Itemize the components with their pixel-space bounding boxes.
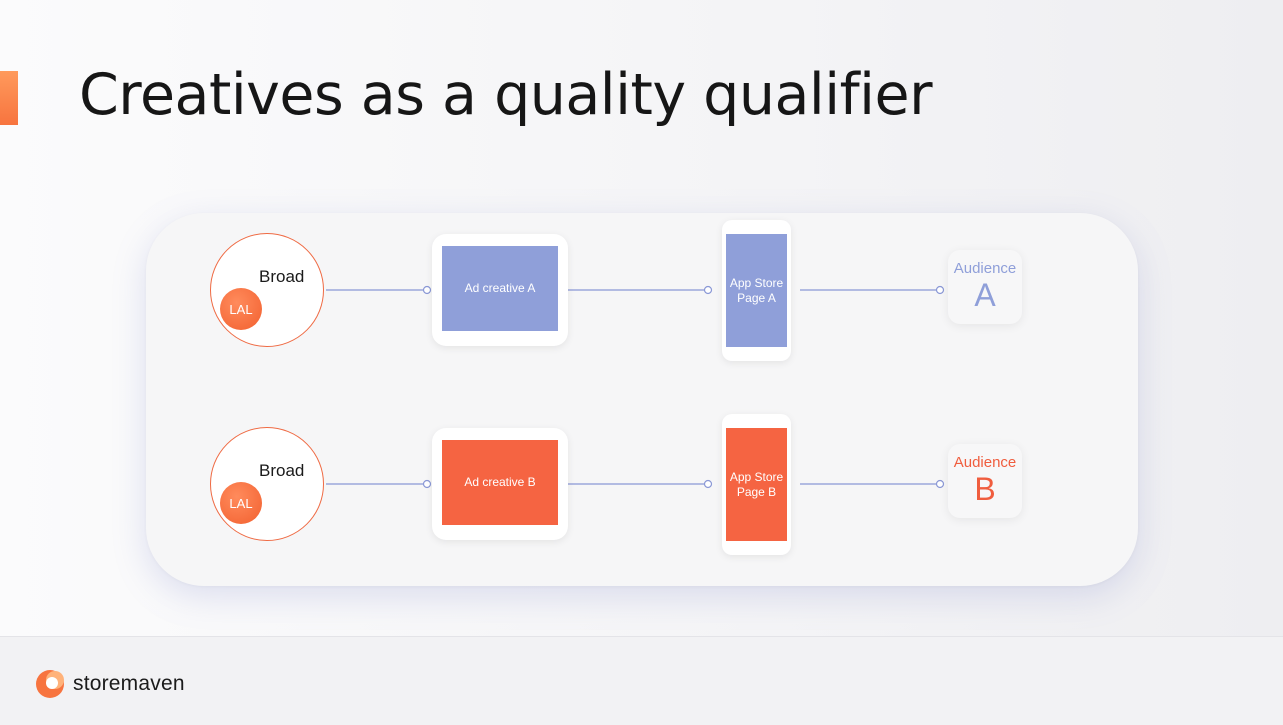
app-store-page-b: App Store Page B	[726, 428, 787, 541]
audience-label: Audience	[953, 260, 1017, 277]
broad-label: Broad	[259, 461, 305, 480]
app-store-page-a: App Store Page A	[726, 234, 787, 347]
audience-card-b: Audience B	[948, 444, 1022, 518]
ad-creative-a: Ad creative A	[442, 246, 558, 331]
title-accent-bar	[0, 71, 18, 125]
audience-source-circle-b: Broad LAL	[210, 427, 324, 541]
ad-creative-card-a: Ad creative A	[432, 234, 568, 346]
lal-badge: LAL	[220, 482, 262, 524]
ad-creative-card-b: Ad creative B	[432, 428, 568, 540]
broad-label: Broad	[259, 267, 305, 286]
ad-creative-b: Ad creative B	[442, 440, 558, 525]
audience-source-circle-a: Broad LAL	[210, 233, 324, 347]
brand-name: storemaven	[73, 672, 185, 695]
app-store-page-card-a: App Store Page A	[722, 220, 791, 361]
app-store-page-card-b: App Store Page B	[722, 414, 791, 555]
page-title: Creatives as a quality qualifier	[79, 62, 933, 128]
audience-label: Audience	[953, 454, 1017, 471]
storemaven-logo-icon	[36, 670, 64, 698]
audience-letter: A	[974, 277, 996, 313]
audience-letter: B	[974, 471, 996, 507]
footer	[0, 636, 1283, 725]
lal-badge: LAL	[220, 288, 262, 330]
audience-card-a: Audience A	[948, 250, 1022, 324]
